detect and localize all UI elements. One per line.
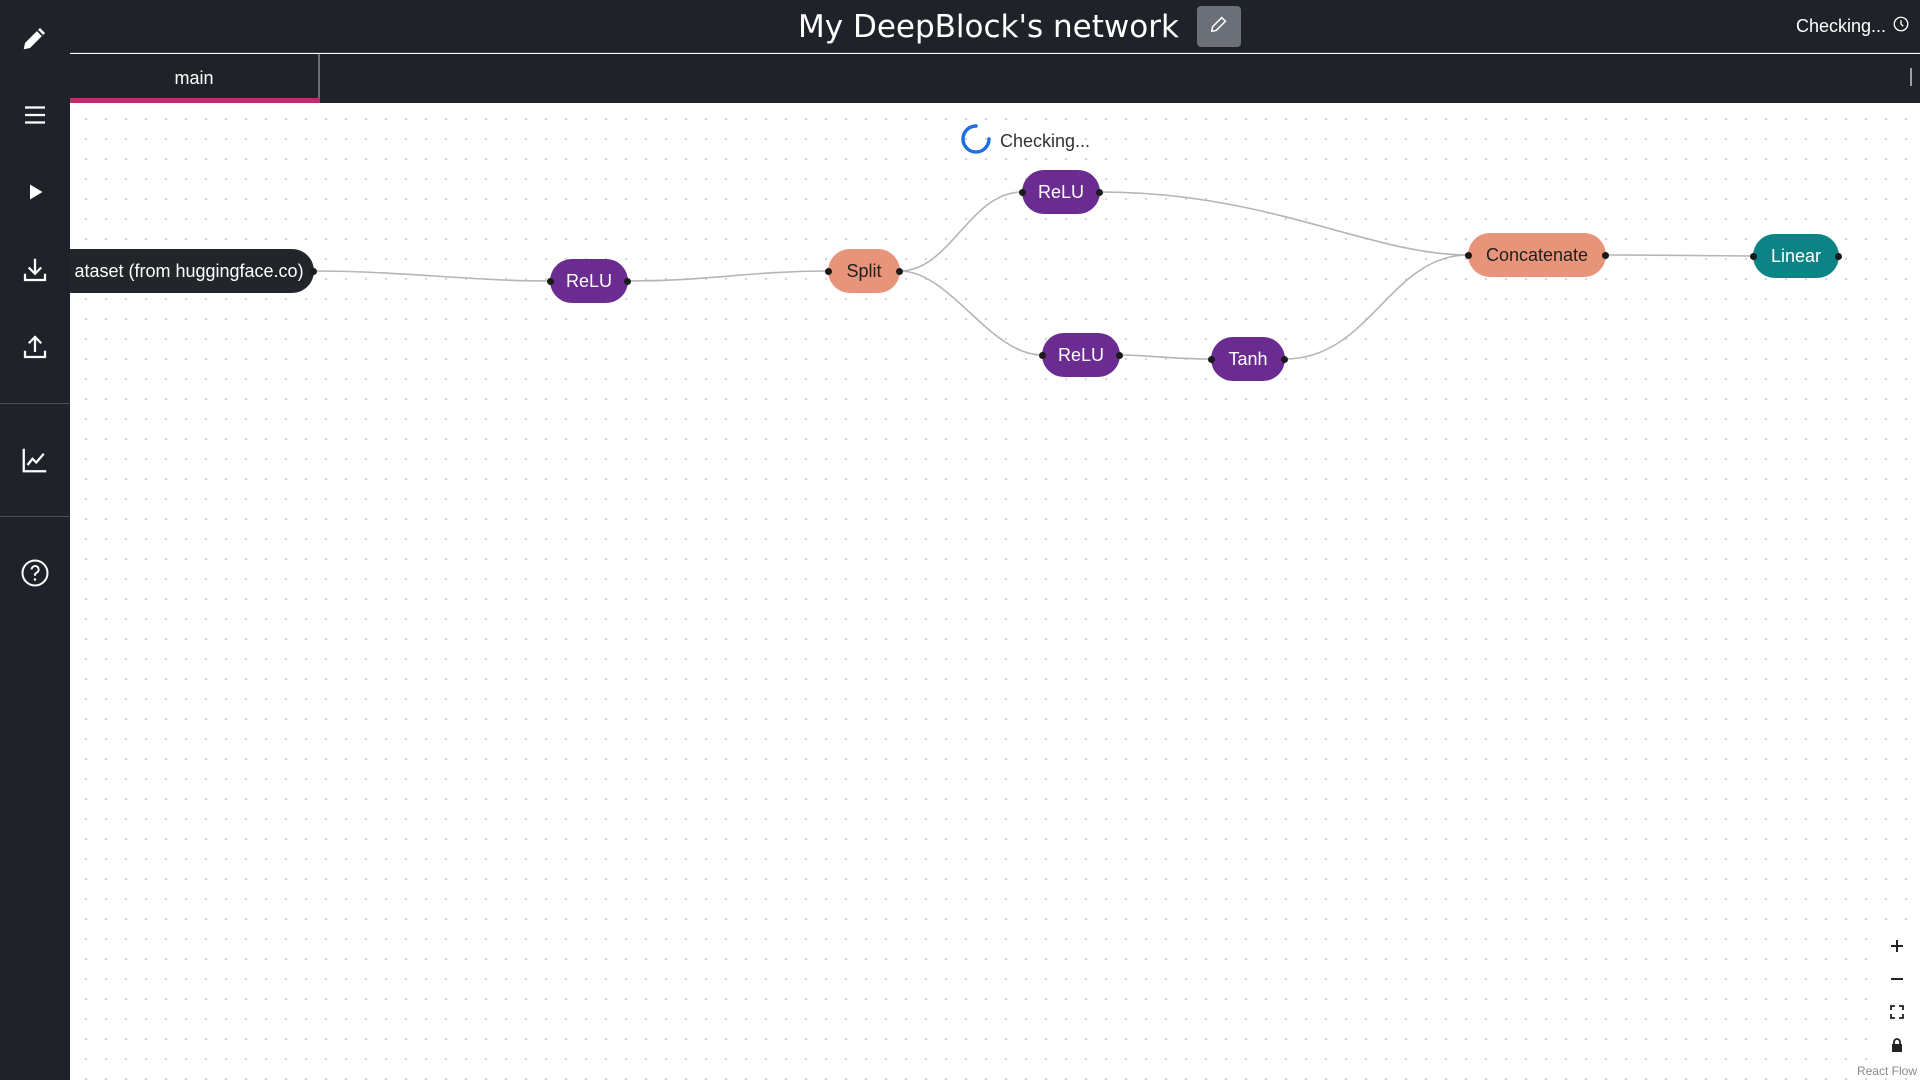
node-handle[interactable] <box>1835 253 1842 260</box>
node-label: Tanh <box>1228 348 1268 369</box>
zoom-in-button[interactable] <box>1882 930 1912 963</box>
node-handle[interactable] <box>1096 189 1103 196</box>
upload-button[interactable] <box>0 321 70 377</box>
edge <box>899 270 1043 356</box>
help-icon <box>20 558 50 593</box>
download-button[interactable] <box>0 244 70 300</box>
spinner-icon <box>958 121 994 162</box>
node-concatenate[interactable]: Concatenate <box>1465 233 1609 277</box>
check-status: Checking... <box>1796 15 1910 38</box>
node-handle[interactable] <box>547 278 554 285</box>
edge <box>1099 191 1469 256</box>
node-relu-bottom[interactable]: ReLU <box>1039 333 1123 377</box>
node-label: Concatenate <box>1485 244 1589 265</box>
node-dataset[interactable]: ataset (from huggingface.co) <box>70 249 317 293</box>
edge <box>627 270 829 282</box>
node-handle[interactable] <box>896 268 903 275</box>
node-label: ReLU <box>1037 181 1085 202</box>
sidebar-divider <box>0 516 70 517</box>
node-label: ReLU <box>565 270 613 291</box>
run-button[interactable] <box>0 166 70 222</box>
page-title: My DeepBlock's network <box>798 8 1179 45</box>
node-handle[interactable] <box>310 268 317 275</box>
attribution-link[interactable]: React Flow <box>1856 1064 1917 1078</box>
fit-view-button[interactable] <box>1882 996 1912 1029</box>
node-handle[interactable] <box>1039 352 1046 359</box>
minus-icon <box>1889 967 1905 993</box>
left-sidebar <box>0 0 70 1080</box>
node-handle[interactable] <box>1750 253 1757 260</box>
edge <box>1284 254 1469 360</box>
node-label: Linear <box>1770 245 1822 266</box>
tab-label: main <box>174 68 214 88</box>
node-split[interactable]: Split <box>825 249 903 293</box>
node-relu[interactable]: ReLU <box>547 259 631 303</box>
fit-view-icon <box>1889 1000 1905 1026</box>
node-handle[interactable] <box>624 278 631 285</box>
upload-icon <box>20 332 50 367</box>
edge <box>313 270 551 282</box>
pencil-icon <box>20 23 50 58</box>
tab-main[interactable]: main <box>70 54 320 103</box>
sidebar-divider <box>0 403 70 404</box>
node-handle[interactable] <box>1208 356 1215 363</box>
zoom-out-button[interactable] <box>1882 963 1912 996</box>
clock-icon <box>1892 15 1910 38</box>
download-icon <box>20 255 50 290</box>
node-handle[interactable] <box>1116 352 1123 359</box>
tab-bar: main <box>70 54 1920 103</box>
zoom-controls <box>1882 930 1912 1062</box>
node-handle[interactable] <box>1465 252 1472 259</box>
status-text: Checking... <box>1795 16 1886 36</box>
pencil-icon <box>1208 13 1230 40</box>
help-button[interactable] <box>0 547 70 603</box>
lock-button[interactable] <box>1882 1029 1912 1062</box>
edge <box>1119 354 1212 360</box>
node-handle[interactable] <box>1602 252 1609 259</box>
edge <box>1605 254 1754 257</box>
lock-icon <box>1889 1033 1905 1059</box>
node-handle[interactable] <box>1019 189 1026 196</box>
edges-layer <box>313 191 1754 360</box>
node-tanh[interactable]: Tanh <box>1208 337 1288 381</box>
flow-canvas[interactable]: Checking... ataset (from huggingface.co)… <box>70 103 1920 1080</box>
edit-mode-button[interactable] <box>0 12 70 68</box>
rename-button[interactable] <box>1196 6 1241 47</box>
menu-icon <box>20 100 50 135</box>
title-area: My DeepBlock's network <box>798 0 1241 53</box>
node-relu-top[interactable]: ReLU <box>1019 170 1103 214</box>
chart-icon <box>20 445 50 480</box>
play-icon <box>20 177 50 212</box>
checking-text: Checking... <box>1000 131 1091 151</box>
node-label: Split <box>846 260 882 281</box>
node-handle[interactable] <box>1281 356 1288 363</box>
node-handle[interactable] <box>825 268 832 275</box>
plus-icon <box>1889 934 1905 960</box>
checking-indicator: Checking... <box>958 121 1090 162</box>
active-tab-indicator <box>70 98 320 103</box>
edge <box>899 191 1023 272</box>
tab-scroll-handle[interactable] <box>1910 68 1912 86</box>
node-label: ReLU <box>1057 344 1105 365</box>
menu-button[interactable] <box>0 89 70 145</box>
top-bar: My DeepBlock's network Checking... <box>70 0 1920 53</box>
metrics-button[interactable] <box>0 434 70 490</box>
node-linear[interactable]: Linear <box>1750 234 1842 278</box>
node-label: ataset (from huggingface.co) <box>74 260 304 281</box>
